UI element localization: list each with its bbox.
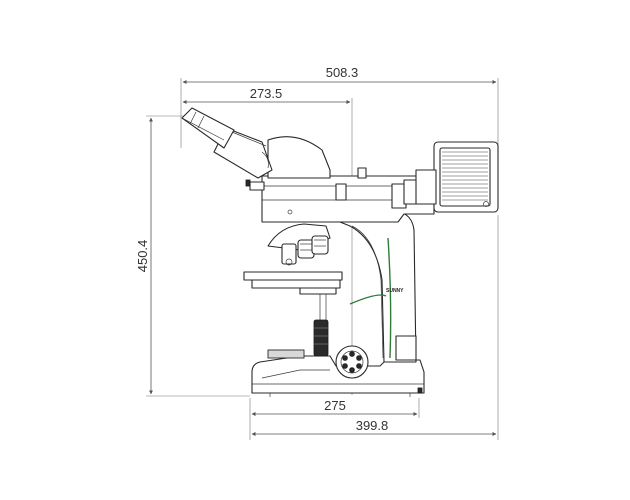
dimension-total-depth-label: 508.3 — [326, 65, 359, 80]
microscope: SUNNY — [181, 107, 499, 397]
microscope-arm: SUNNY — [339, 211, 417, 363]
microscope-base — [251, 349, 425, 397]
microscope-stage — [243, 271, 343, 320]
eyepiece — [181, 107, 235, 149]
dimension-base-depth: 275 — [249, 398, 420, 440]
dimension-height-label: 450.4 — [135, 240, 150, 273]
dimension-total-depth: 508.3 — [180, 65, 499, 148]
focus-knob-assembly — [313, 319, 369, 379]
dimension-footprint-depth: 399.8 — [251, 215, 499, 440]
dimension-footprint-depth-label: 399.8 — [356, 418, 389, 433]
power-indicator — [417, 387, 423, 394]
dimension-eyepiece-offset-label: 273.5 — [250, 86, 283, 101]
head-lock-detail — [245, 179, 251, 187]
binocular-tube — [213, 127, 331, 179]
objective-turret — [267, 223, 331, 266]
brand-mark: SUNNY — [386, 288, 404, 294]
camera-monitor — [415, 141, 499, 213]
dimension-height: 450.4 — [135, 115, 250, 397]
dimension-base-depth-label: 275 — [324, 398, 346, 413]
